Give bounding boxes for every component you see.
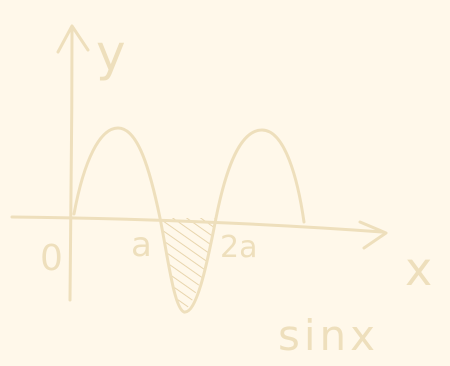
x-axis-arrowhead — [358, 220, 388, 250]
sine-curve — [72, 126, 306, 314]
origin-label: 0 — [40, 238, 63, 279]
label-2a: 2a — [220, 230, 257, 265]
x-axis — [10, 215, 384, 234]
y-axis-label: y — [96, 24, 126, 82]
function-label: sinx — [278, 311, 379, 360]
y-axis — [68, 26, 74, 302]
x-axis-label: x — [405, 242, 432, 296]
y-axis-arrowhead — [56, 24, 90, 54]
label-a: a — [131, 225, 152, 265]
